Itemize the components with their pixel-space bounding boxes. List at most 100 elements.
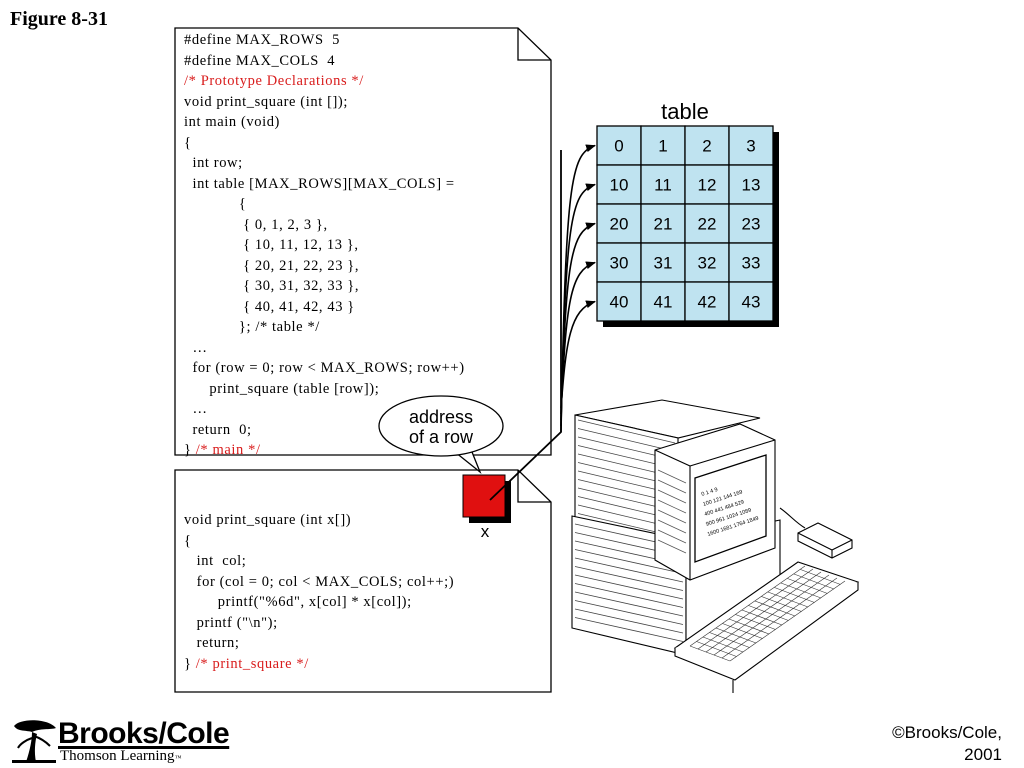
- pointer-line: [489, 150, 562, 501]
- table-cell: [596, 281, 642, 322]
- table-cell: [728, 281, 774, 322]
- keyboard-col: [715, 627, 757, 644]
- code-text: void print_square (int []);: [184, 93, 348, 110]
- keyboard-col: [748, 605, 789, 621]
- code-line: void print_square (int x[]): [184, 510, 454, 531]
- code-line: { 10, 11, 12, 13 },: [184, 235, 465, 256]
- code-comment: /* print_square */: [195, 655, 309, 672]
- keyboard-col: [767, 591, 809, 608]
- screen-text-line: 0 1 4 9: [701, 487, 719, 498]
- code-text: { 30, 31, 32, 33 },: [184, 278, 360, 294]
- code-text: int table [MAX_ROWS][MAX_COLS] =: [184, 175, 455, 192]
- keyboard-col: [761, 596, 802, 612]
- code-text: printf ("\n");: [184, 614, 278, 631]
- brand-sub-text: Thomson Learning: [60, 748, 175, 764]
- keyboard-col: [787, 578, 828, 594]
- table-cell: [640, 281, 686, 322]
- code-line: { 40, 41, 42, 43 }: [184, 297, 465, 318]
- table-cell: [728, 125, 774, 166]
- callout-line2: of a row: [409, 427, 474, 447]
- code-text: print_square (table [row]);: [184, 380, 380, 397]
- code-line: {: [184, 194, 465, 215]
- table-cell-value: 11: [654, 176, 672, 195]
- code-line: for (col = 0; col < MAX_COLS; col++;): [184, 572, 454, 593]
- code-line: printf ("\n");: [184, 613, 454, 634]
- base-stripe: [574, 566, 684, 591]
- function-code-block: void print_square (int x[]){ int col; fo…: [184, 510, 454, 674]
- table-cell-value: 1: [658, 137, 667, 156]
- table-cell-value: 43: [742, 293, 761, 312]
- tree-logo-icon: [12, 720, 56, 763]
- keyboard-col: [696, 641, 737, 657]
- code-text: { 40, 41, 42, 43 }: [184, 298, 355, 315]
- base-stripe: [574, 574, 684, 600]
- table-cell-value: 31: [654, 254, 673, 273]
- base-stripe: [574, 617, 684, 642]
- base-stripe: [574, 608, 684, 634]
- code-line: …: [184, 399, 465, 420]
- row-arrow: [560, 300, 596, 409]
- code-line: return;: [184, 633, 454, 654]
- row-arrow: [560, 261, 596, 415]
- code-line: #define MAX_ROWS 5: [184, 30, 465, 51]
- table-cell: [596, 125, 642, 166]
- pointer-label: x: [481, 522, 490, 541]
- code-line: } /* print_square */: [184, 654, 454, 675]
- table-cell-value: 40: [610, 293, 629, 312]
- copyright-line2: 2001: [964, 745, 1002, 764]
- code-line: int main (void): [184, 112, 465, 133]
- figure-title: Figure 8-31: [10, 8, 108, 30]
- brand-subtitle: Thomson Learning™: [60, 748, 181, 765]
- table-cell: [728, 203, 774, 244]
- code-text: for (row = 0; row < MAX_ROWS; row++): [184, 360, 465, 376]
- tower-stripe: [577, 428, 676, 452]
- base-stripe: [574, 583, 684, 608]
- pointer-x: x: [462, 474, 511, 541]
- code-line: void print_square (int []);: [184, 92, 465, 113]
- table-cell-value: 22: [698, 215, 717, 234]
- code-line: { 20, 21, 22, 23 },: [184, 256, 465, 277]
- code-line: print_square (table [row]);: [184, 379, 465, 400]
- code-text: }: [184, 442, 196, 458]
- code-text: printf("%6d", x[col] * x[col]);: [184, 594, 412, 610]
- table-cell-value: 23: [742, 215, 761, 234]
- code-line: } /* main */: [184, 440, 465, 461]
- table-cell-value: 10: [610, 176, 629, 195]
- main-code-block: #define MAX_ROWS 5#define MAX_COLS 4/* P…: [184, 30, 465, 461]
- table-cell-value: 0: [614, 137, 623, 156]
- code-text: void print_square (int x[]): [184, 512, 352, 528]
- callout-bubble: address of a row: [378, 395, 504, 475]
- row-arrows: [560, 144, 596, 433]
- table-cell-value: 32: [698, 254, 717, 273]
- keyboard-col: [774, 587, 815, 603]
- code-text: { 10, 11, 12, 13 },: [184, 237, 359, 253]
- copyright: ©Brooks/Cole, 2001: [892, 722, 1002, 766]
- code-text: {: [184, 532, 192, 549]
- table-cell: [640, 203, 686, 244]
- table-title: table: [661, 99, 709, 124]
- copyright-line1: ©Brooks/Cole,: [892, 723, 1002, 742]
- keyboard-col: [800, 569, 841, 585]
- table-cell-value: 30: [610, 254, 629, 273]
- table-cell: [640, 125, 686, 166]
- code-text: #define MAX_ROWS 5: [184, 32, 340, 48]
- table-cell-value: 12: [698, 176, 717, 195]
- code-line: return 0;: [184, 420, 465, 441]
- brand-name: Brooks/Cole: [58, 717, 230, 750]
- table-cell-value: 21: [654, 215, 673, 234]
- code-text: int row;: [184, 155, 243, 171]
- table-cell-value: 2: [702, 137, 711, 156]
- table-cell-value: 42: [698, 293, 717, 312]
- table-cell: [684, 164, 730, 205]
- table-cell: [728, 242, 774, 283]
- code-comment: /* main */: [195, 442, 261, 458]
- main-program-page: [174, 27, 552, 456]
- keyboard-col: [702, 636, 744, 653]
- code-line: for (row = 0; row < MAX_ROWS; row++): [184, 358, 465, 379]
- table-cell-value: 33: [742, 254, 761, 273]
- table-cell-value: 13: [742, 176, 761, 195]
- code-line: { 30, 31, 32, 33 },: [184, 276, 465, 297]
- code-text: …: [184, 401, 208, 417]
- callout-line1: address: [409, 407, 473, 427]
